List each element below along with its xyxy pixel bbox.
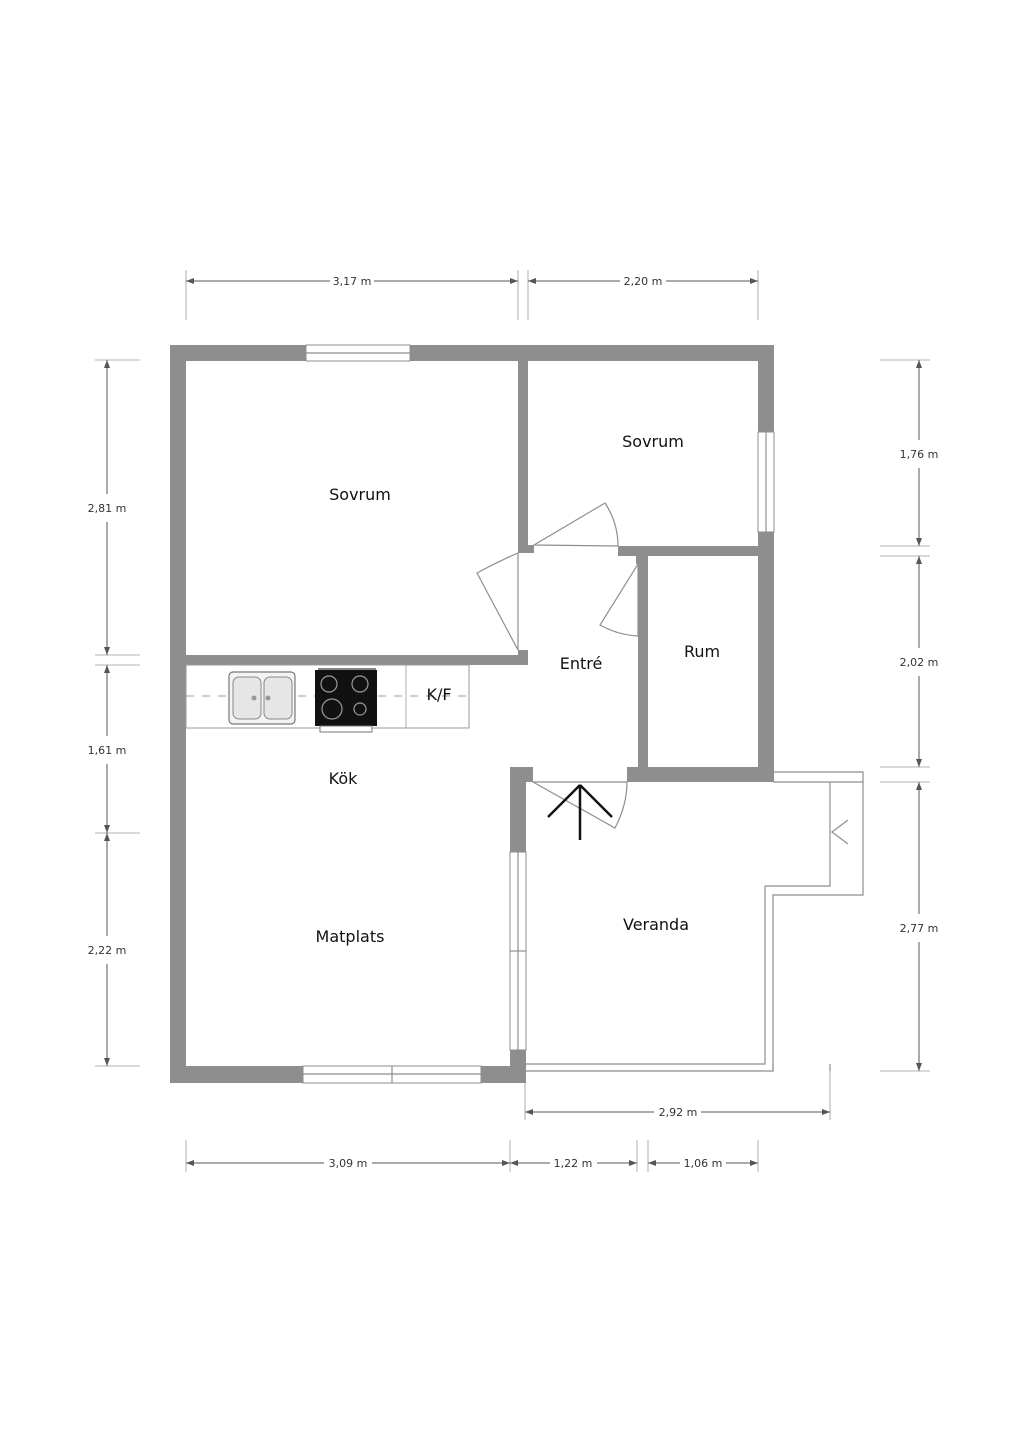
door-rum <box>599 561 639 637</box>
dim-label-left-lower: 2,22 m <box>88 944 127 957</box>
double-sink-icon <box>228 671 296 725</box>
dim-right: 1,76 m 2,02 m 2,77 m <box>880 359 939 1072</box>
room-label-matplats: Matplats <box>316 927 385 946</box>
dim-label-left-middle: 1,61 m <box>88 744 127 757</box>
dim-label-veranda-width: 2,92 m <box>659 1106 698 1119</box>
veranda-outline <box>525 771 864 1072</box>
door-large-bedroom <box>476 552 519 651</box>
room-label-sovrum-small: Sovrum <box>622 432 684 451</box>
dim-veranda-width: 2,92 m <box>524 1064 831 1120</box>
windows <box>302 344 775 1084</box>
entrance-arrow-icon <box>547 784 613 840</box>
dim-top-right: 2,20 m <box>527 270 759 320</box>
veranda-step-arrow-icon <box>831 819 849 845</box>
dimension-lines: 3,17 m 2,20 m 2,81 m 1,61 m <box>88 270 939 1172</box>
door-small-bedroom <box>531 502 619 547</box>
dim-label-left-upper: 2,81 m <box>88 502 127 515</box>
dim-left: 2,81 m 1,61 m 2,22 m <box>88 359 140 1067</box>
room-label-kf: K/F <box>426 685 451 704</box>
stove-icon <box>315 668 377 733</box>
room-label-rum: Rum <box>684 642 720 661</box>
dim-label-right-lower: 2,77 m <box>900 922 939 935</box>
dim-label-top-right: 2,20 m <box>624 275 663 288</box>
room-label-kok: Kök <box>329 769 358 788</box>
dim-top-left: 3,17 m <box>185 270 519 320</box>
kitchen-counter <box>185 664 470 733</box>
dim-label-top-left: 3,17 m <box>333 275 372 288</box>
dim-bottom: 3,09 m 1,22 m 1,06 m <box>185 1140 759 1172</box>
room-labels: Sovrum Sovrum Rum Entré K/F Kök Matplats… <box>316 432 721 946</box>
dim-label-bottom-middle: 1,22 m <box>554 1157 593 1170</box>
dim-label-right-upper: 1,76 m <box>900 448 939 461</box>
dim-label-right-middle: 2,02 m <box>900 656 939 669</box>
room-label-entre: Entré <box>560 654 603 673</box>
dim-label-bottom-left: 3,09 m <box>329 1157 368 1170</box>
room-label-veranda: Veranda <box>623 915 689 934</box>
dim-label-bottom-right: 1,06 m <box>684 1157 723 1170</box>
room-label-sovrum-large: Sovrum <box>329 485 391 504</box>
doors <box>476 502 639 829</box>
